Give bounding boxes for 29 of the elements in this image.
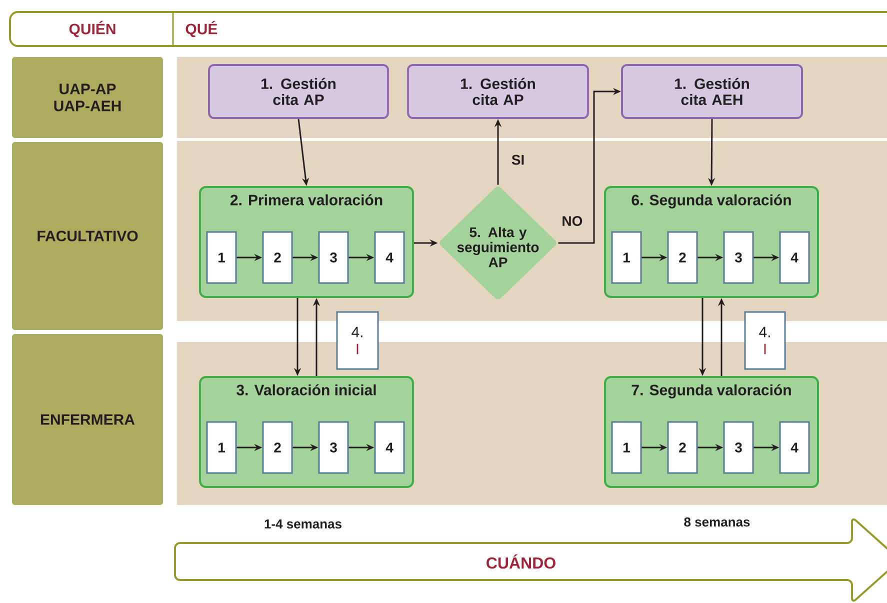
step-box: 2 [667,421,698,474]
step-box: 1 [206,231,237,284]
step-box: 4. I [744,311,786,370]
step-box: 4. I [336,311,379,370]
step-box: 1 [611,231,642,284]
time-label: 8 semanas [684,517,750,527]
row-header: FACULTATIVO [12,142,163,330]
step-box: 2 [667,231,698,284]
step-box: 3 [723,421,754,474]
column-header: QUIÉN [69,20,116,38]
step-box: 3 [723,231,754,284]
step-box: 4 [779,421,810,474]
row-header: UAP-AP UAP-AEH [12,57,163,138]
process-box: 1. Gestión cita AP [407,64,589,119]
step-box: 1 [206,421,237,474]
step-box: 2 [262,231,293,284]
column-header: QUÉ [186,20,218,38]
step-box: 4 [779,231,810,284]
process-box: 1. Gestión cita AP [208,64,389,119]
process-box: 1. Gestión cita AEH [621,64,803,119]
step-box: 4 [374,231,405,284]
step-box: 2 [262,421,293,474]
step-box: 3 [318,231,349,284]
edge-label: NO [560,215,584,227]
step-box: 3 [318,421,349,474]
time-label: 1-4 semanas [264,519,342,529]
step-box: 4 [374,421,405,474]
row-header: ENFERMERA [12,334,163,505]
step-box: 1 [611,421,642,474]
